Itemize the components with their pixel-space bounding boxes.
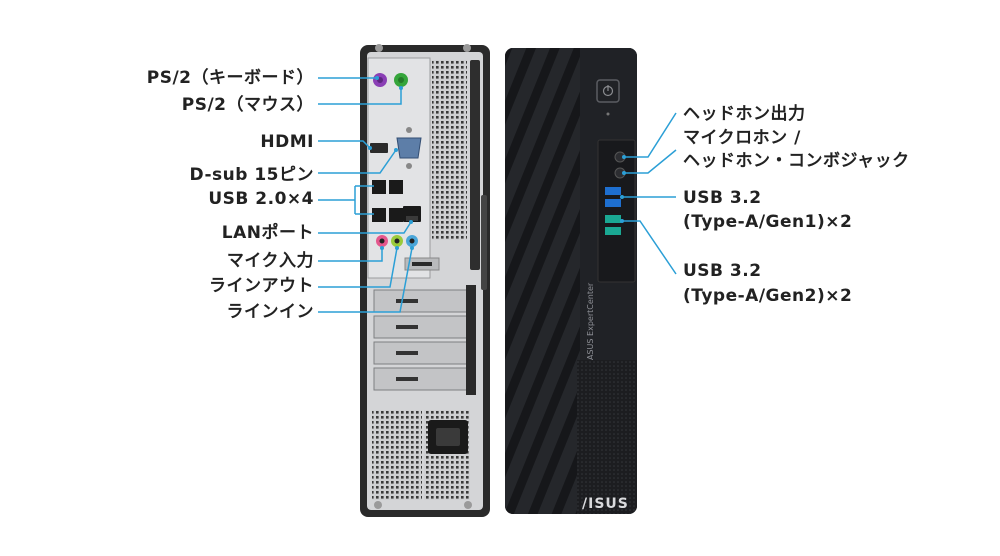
front-case — [505, 48, 637, 514]
label-usb20: USB 2.0×4 — [208, 189, 314, 209]
front-io-panel — [597, 139, 636, 283]
psu-vent — [372, 410, 422, 500]
label-combo-line2: ヘッドホン・コンボジャック — [683, 151, 910, 171]
expansion-slots — [373, 285, 476, 395]
label-mic-in: マイク入力 — [226, 251, 314, 271]
label-usb32-gen2-line2: (Type-A/Gen2)×2 — [683, 286, 853, 306]
label-lan: LANポート — [221, 223, 314, 243]
rear-case — [360, 44, 490, 517]
label-headphone: ヘッドホン出力 — [683, 104, 806, 124]
label-line-in: ラインイン — [226, 302, 314, 322]
usb32-gen2-port — [605, 215, 621, 223]
dsub-port — [396, 137, 422, 159]
label-line-out: ラインアウト — [209, 276, 314, 296]
power-button — [596, 79, 620, 103]
usb20-ports — [372, 180, 403, 222]
label-ps2-keyboard: PS/2（キーボード） — [146, 68, 314, 88]
label-usb32-gen1-line2: (Type-A/Gen1)×2 — [683, 212, 853, 232]
label-usb32-gen2-line1: USB 3.2 — [683, 261, 762, 281]
hdmi-port — [370, 143, 388, 153]
label-dsub: D-sub 15ピン — [189, 165, 314, 185]
label-ps2-mouse: PS/2（マウス） — [181, 95, 314, 115]
label-usb32-gen1-line1: USB 3.2 — [683, 188, 762, 208]
asus-logo: /ISUS — [582, 496, 629, 512]
label-hdmi: HDMI — [260, 132, 314, 152]
front-brand-text: ASUS ExpertCenter — [586, 282, 595, 360]
usb32-gen1-port — [605, 187, 621, 195]
leader-lines — [318, 77, 677, 313]
label-combo-line1: マイクロホン / — [683, 128, 801, 148]
